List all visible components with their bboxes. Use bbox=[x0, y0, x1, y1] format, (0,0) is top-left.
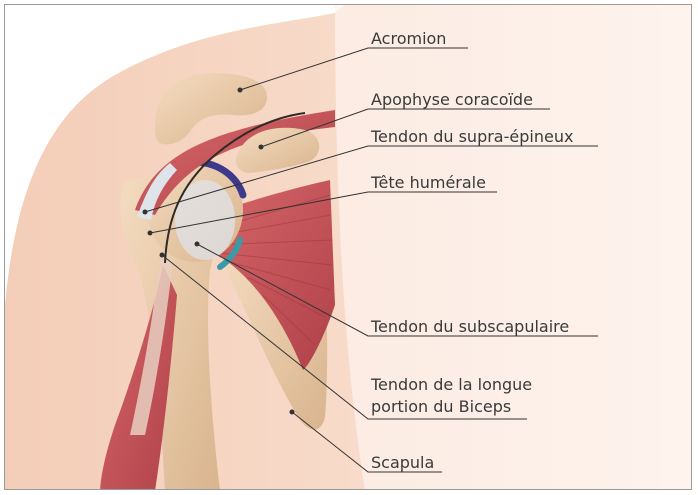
label-coracoid-process: Apophyse coracoïde bbox=[371, 89, 533, 110]
shoulder-anatomy-illustration bbox=[5, 5, 692, 490]
illustration-frame: Acromion Apophyse coracoïde Tendon du su… bbox=[4, 4, 692, 490]
label-biceps-tendon-line2: portion du Biceps bbox=[371, 396, 511, 417]
skin-highlight bbox=[335, 5, 692, 490]
label-supraspinatus-tendon: Tendon du supra-épineux bbox=[371, 126, 573, 147]
label-biceps-tendon-line1: Tendon de la longue bbox=[371, 374, 532, 395]
label-scapula: Scapula bbox=[371, 452, 434, 473]
label-subscapularis-tendon: Tendon du subscapulaire bbox=[371, 316, 569, 337]
label-acromion: Acromion bbox=[371, 28, 446, 49]
label-humeral-head: Tête humérale bbox=[371, 172, 486, 193]
